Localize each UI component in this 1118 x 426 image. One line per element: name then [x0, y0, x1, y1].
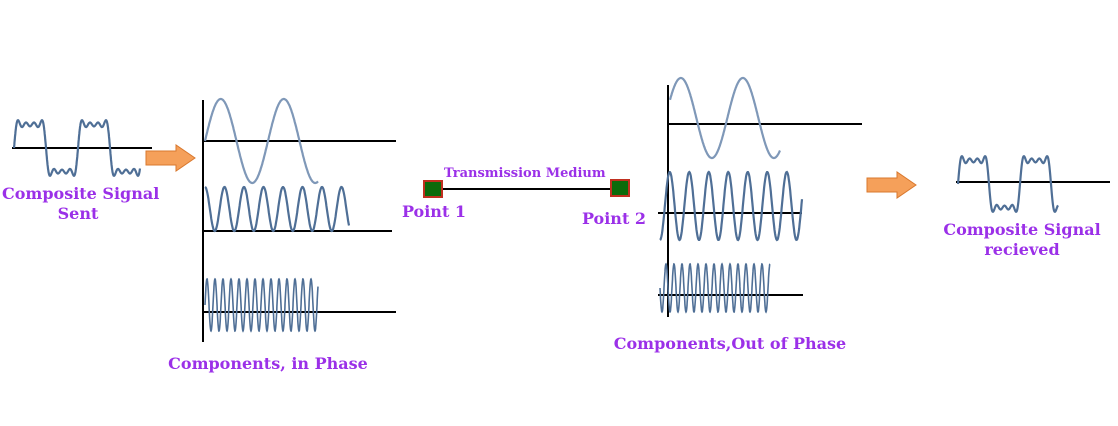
out-phase-low-frequency-wave [668, 76, 781, 160]
out-phase-mid-frequency-wave [659, 170, 804, 242]
components-in-phase-label: Components, in Phase [168, 354, 368, 373]
received-signal-waveform [956, 155, 1059, 213]
composite-received-line2: recieved [984, 240, 1060, 259]
components-in-phase-plot [202, 97, 396, 342]
composite-sent-line1: Composite Signal [2, 184, 160, 203]
right-arrow-icon [866, 171, 917, 199]
transmission-medium [423, 179, 630, 198]
out-phase-high-frequency-wave [659, 262, 771, 314]
sent-signal-waveform [12, 119, 142, 177]
composite-signal-sent-label: Composite Signal Sent [2, 184, 160, 224]
right-arrow-icon [145, 144, 196, 172]
components-out-of-phase-label: Components,Out of Phase [613, 334, 847, 353]
transmission-medium-label: Transmission Medium [444, 166, 606, 181]
in-phase-mid-frequency-wave [204, 185, 351, 233]
components-out-of-phase-plot [658, 76, 862, 317]
point-2-square-node-icon [610, 179, 630, 197]
point-1-label: Point 1 [401, 202, 467, 221]
composite-signal-received [956, 155, 1110, 213]
composite-received-line1: Composite Signal [943, 220, 1101, 239]
point-2-label: Point 2 [581, 209, 647, 228]
point-1-square-node-icon [423, 180, 443, 198]
composite-signal-sent [12, 119, 152, 177]
composite-signal-received-label: Composite Signal recieved [940, 220, 1104, 260]
in-phase-high-frequency-wave [204, 277, 319, 333]
composite-sent-line2: Sent [57, 204, 99, 223]
in-phase-low-frequency-wave [203, 97, 319, 185]
